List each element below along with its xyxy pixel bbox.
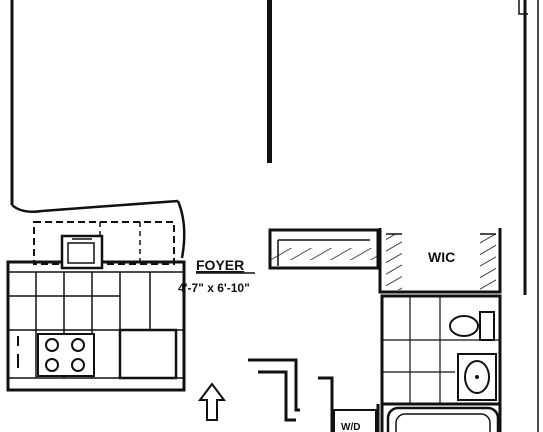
living-room-partition — [267, 0, 272, 163]
exterior-walls — [10, 0, 539, 432]
sink-icon — [457, 353, 497, 401]
bathtub-icon — [386, 406, 500, 432]
wic-title: WIC — [428, 249, 455, 265]
microwave-icon — [60, 234, 104, 270]
four-burner-stove-icon — [17, 333, 95, 377]
wd-label: W/D — [341, 422, 360, 432]
refrigerator-icon — [118, 328, 178, 380]
foyer-title: FOYER — [196, 257, 244, 273]
corridor-walls — [248, 358, 380, 432]
toilet-icon — [449, 311, 495, 341]
washer-dryer: W/D — [333, 409, 377, 432]
foyer-dimensions: 4'-7" x 6'-10" — [178, 281, 250, 295]
hall-closet — [268, 228, 380, 270]
foyer-label: FOYER 4'-7" x 6'-10" — [178, 257, 255, 295]
up-arrow-icon — [198, 382, 226, 421]
walk-in-closet: WIC — [378, 228, 502, 294]
